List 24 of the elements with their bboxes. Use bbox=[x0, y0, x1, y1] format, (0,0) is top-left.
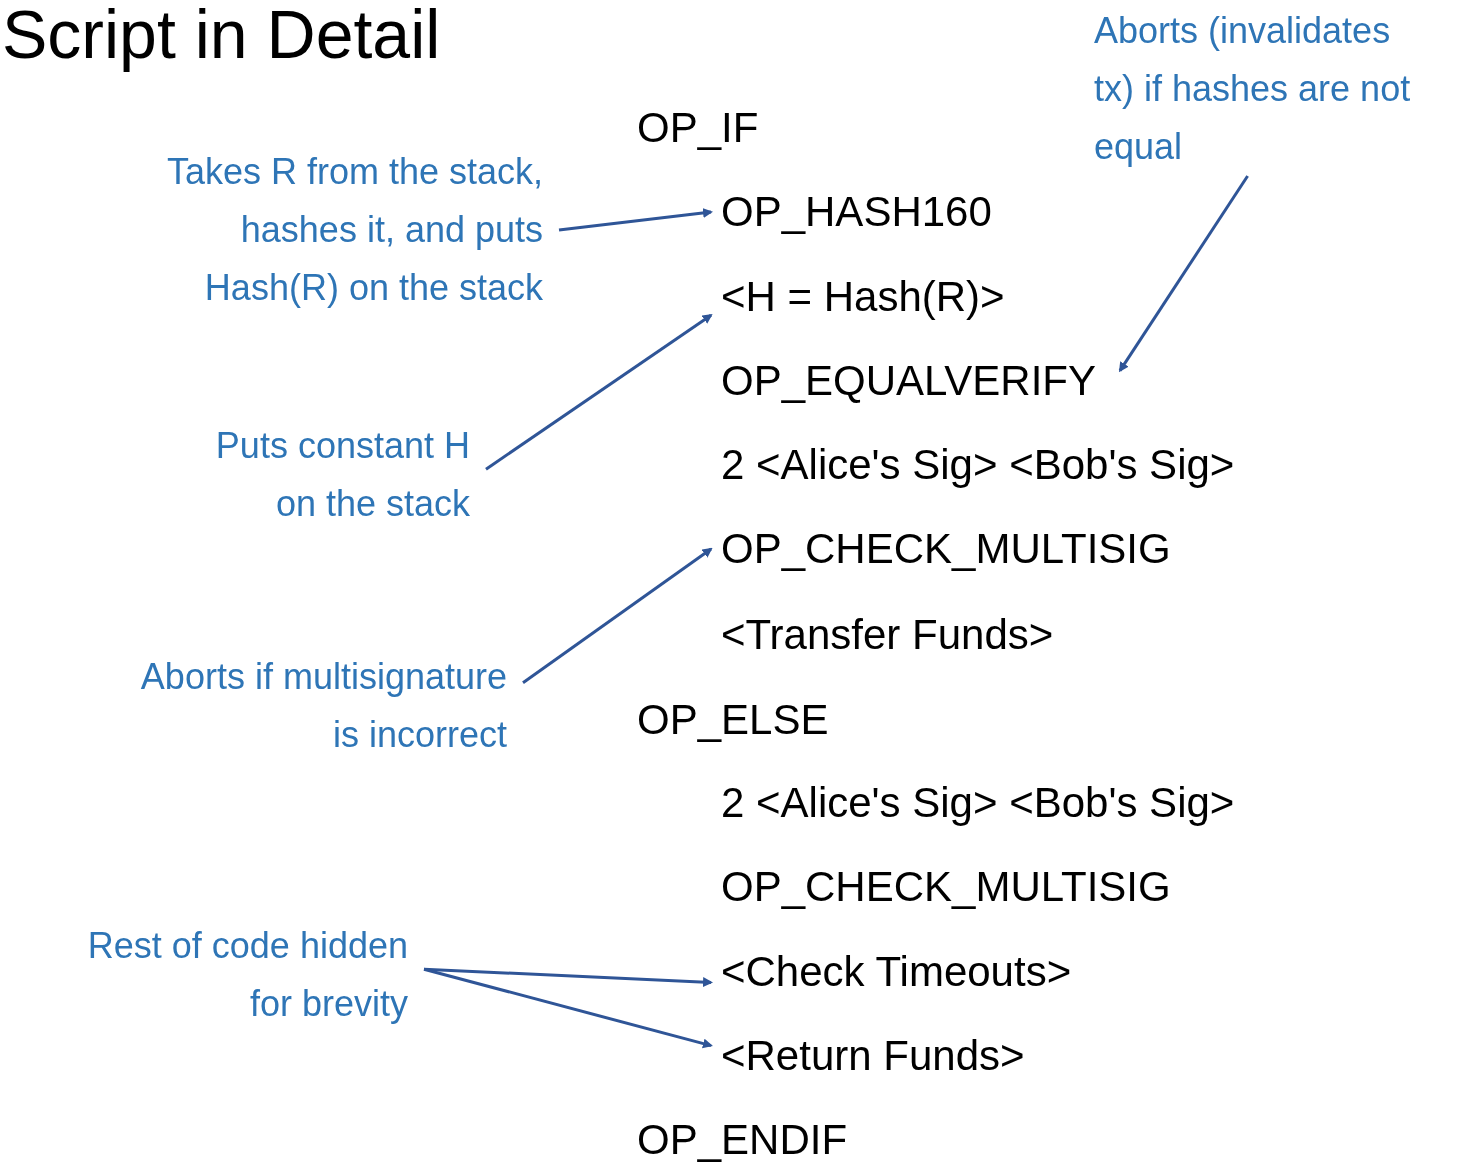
annotation-text: Puts constant H on the stack bbox=[200, 417, 470, 533]
code-line: OP_EQUALVERIFY bbox=[721, 355, 1096, 407]
code-line: <H = Hash(R)> bbox=[721, 271, 1005, 323]
code-line: OP_ENDIF bbox=[637, 1114, 848, 1165]
code-line: OP_IF bbox=[637, 102, 759, 154]
code-line: OP_ELSE bbox=[637, 694, 829, 746]
annotation-text: Rest of code hidden for brevity bbox=[63, 917, 408, 1033]
code-line: <Check Timeouts> bbox=[721, 946, 1072, 998]
arrow bbox=[522, 547, 713, 685]
slide-title: Script in Detail bbox=[2, 0, 441, 74]
code-line: OP_CHECK_MULTISIG bbox=[721, 523, 1171, 575]
code-line: 2 <Alice's Sig> <Bob's Sig> bbox=[721, 777, 1235, 829]
code-line: 2 <Alice's Sig> <Bob's Sig> bbox=[721, 439, 1235, 491]
annotation-text: Takes R from the stack, hashes it, and puts Hash(R) on the stack bbox=[158, 143, 543, 317]
code-line: OP_HASH160 bbox=[721, 186, 992, 238]
arrow bbox=[485, 313, 713, 471]
annotation-text: Aborts if multisignature is incorrect bbox=[117, 648, 507, 764]
code-line: <Return Funds> bbox=[721, 1030, 1025, 1082]
code-line: <Transfer Funds> bbox=[721, 609, 1054, 661]
arrow bbox=[558, 208, 713, 232]
arrow bbox=[1118, 175, 1249, 373]
arrow bbox=[423, 967, 713, 1049]
annotation-text: Aborts (invalidates tx) if hashes are not equal bbox=[1094, 2, 1414, 176]
code-line: OP_CHECK_MULTISIG bbox=[721, 861, 1171, 913]
